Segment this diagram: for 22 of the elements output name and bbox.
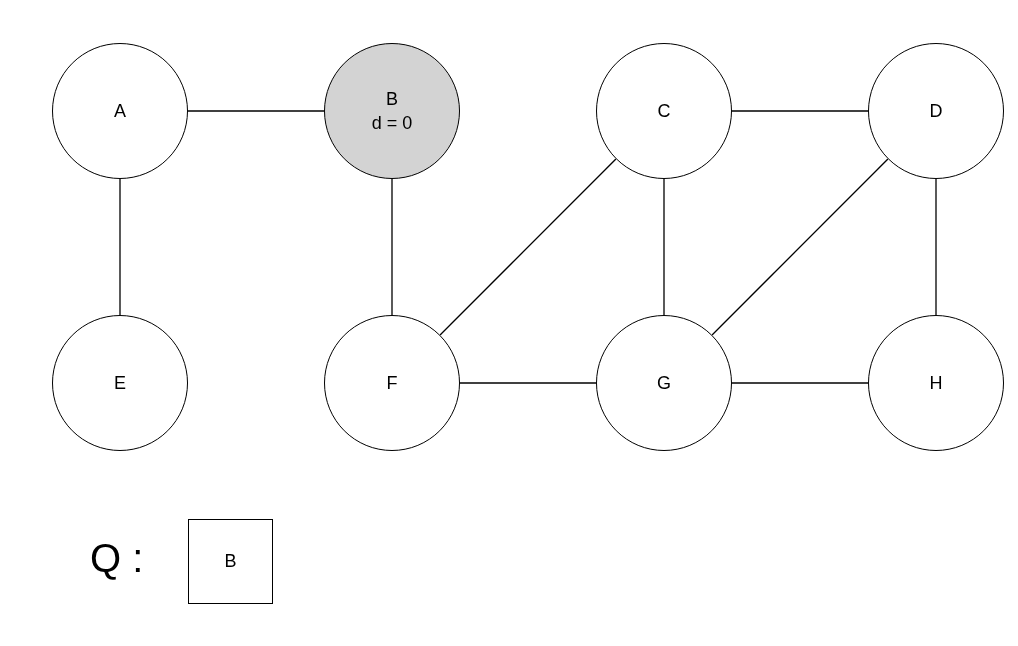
connector-line: [663, 178, 665, 316]
vertex-name: E: [114, 371, 126, 395]
vertex-name: A: [114, 99, 126, 123]
vertex-name: B: [224, 550, 237, 574]
vertex-name: D: [929, 99, 943, 123]
connector-line: [935, 178, 937, 316]
connector-line: [731, 110, 869, 112]
vertex-name: G: [657, 371, 671, 395]
queue-label: Q :: [90, 536, 144, 581]
vertex-name: B: [386, 87, 398, 111]
connector-line: [439, 158, 617, 336]
connector-line: [731, 382, 869, 384]
connector-line: [187, 110, 325, 112]
vertex-name: C: [657, 99, 671, 123]
connector-line: [391, 178, 393, 316]
connector-line: [119, 178, 121, 316]
connector-line: [459, 382, 597, 384]
vertex-name: F: [386, 371, 398, 395]
distance-text: d = 0: [371, 112, 413, 135]
connector-line: [711, 158, 889, 336]
queue-box: [188, 519, 273, 604]
vertex-name: H: [929, 371, 943, 395]
